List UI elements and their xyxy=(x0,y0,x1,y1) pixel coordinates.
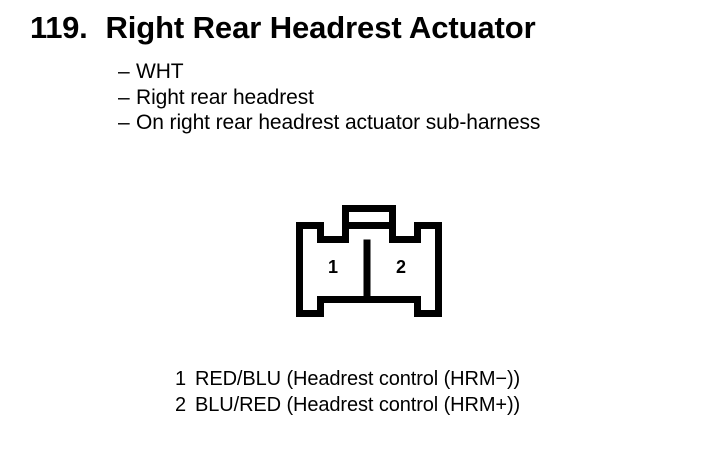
cavity-number-1: 1 xyxy=(328,257,338,277)
pin-legend-description: RED/BLU (Headrest control (HRM−)) xyxy=(195,368,521,390)
pin-legend-row: 2 BLU/RED (Headrest control (HRM+)) xyxy=(175,392,520,418)
page-title: 119. Right Rear Headrest Actuator xyxy=(30,10,536,46)
detail-list-item: – On right rear headrest actuator sub-ha… xyxy=(118,110,540,136)
pin-legend: 1 RED/BLU (Headrest control (HRM−)) 2 BL… xyxy=(175,366,520,418)
detail-list-item-label: WHT xyxy=(136,60,184,83)
detail-list: – WHT – Right rear headrest – On right r… xyxy=(118,59,540,136)
pin-legend-description: BLU/RED (Headrest control (HRM+)) xyxy=(195,394,521,416)
page-title-name: Right Rear Headrest Actuator xyxy=(105,10,536,45)
detail-list-item-label: On right rear headrest actuator sub-harn… xyxy=(136,111,541,134)
dash-bullet-icon: – xyxy=(118,85,130,109)
pin-legend-number: 2 xyxy=(175,394,187,416)
dash-bullet-icon: – xyxy=(118,60,130,83)
connector-diagram: 1 2 xyxy=(288,198,444,320)
detail-list-item: – Right rear headrest xyxy=(118,85,540,111)
page-title-number: 119. xyxy=(30,10,88,45)
connector-body-outline xyxy=(296,205,442,317)
detail-list-item-label: Right rear headrest xyxy=(136,85,314,109)
connector-outline-svg: 1 2 xyxy=(296,205,442,317)
pin-legend-number: 1 xyxy=(175,368,187,390)
cavity-number-2: 2 xyxy=(396,257,406,277)
dash-bullet-icon: – xyxy=(118,111,130,134)
pin-legend-row: 1 RED/BLU (Headrest control (HRM−)) xyxy=(175,366,520,392)
detail-list-item: – WHT xyxy=(118,59,540,85)
